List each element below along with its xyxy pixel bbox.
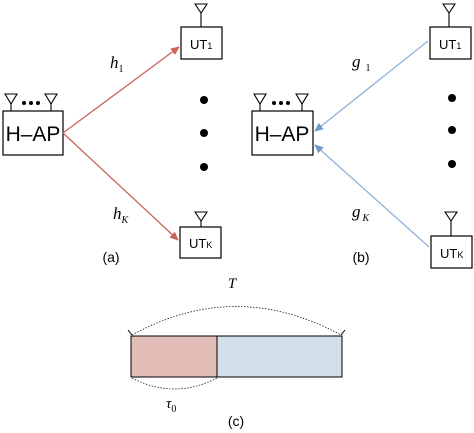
ut1-box [429,26,472,60]
utk-box [430,235,473,269]
hap-antenna-array-icon [253,93,309,111]
total-time-label: T [228,276,238,292]
total-time-brace [131,306,342,336]
utk-box [179,226,222,259]
caption-b: (b) [352,249,369,265]
utk-label: UTK [189,236,212,251]
channel-label-hk: hK [113,204,130,226]
uplink-arrow-k [314,144,430,248]
downlink-arrow-1 [62,46,180,134]
utk-label: UTK [440,246,463,261]
brace-left-tick [127,329,133,336]
brace-right-tick [340,329,346,336]
information-transfer-segment [216,335,343,378]
ut1-antenna-icon [193,3,209,27]
hap-label: H–AP [6,123,61,146]
tau-label: τ0 [166,396,176,415]
caption-c: (c) [228,413,244,429]
tau-brace [131,377,218,390]
hap-antenna-array-icon [4,93,58,111]
caption-a: (a) [102,249,119,265]
panel-a: H–AP UT1 UTK h1 hK (a) [2,3,223,265]
utk-antenna-icon [193,211,209,227]
ellipsis-vertical-icon [200,96,208,171]
ut1-antenna-icon [441,3,457,27]
ut1-box [180,26,223,60]
utk-antenna-icon [443,211,459,236]
downlink-arrow-k [62,132,179,241]
uplink-arrow-1 [314,40,429,132]
ut1-label: UT1 [439,37,461,52]
ellipsis-vertical-icon [448,94,456,168]
hap-label: H–AP [255,123,310,146]
energy-transfer-segment [130,335,218,378]
ut1-label: UT1 [190,37,212,52]
channel-label-h1: h1 [110,53,124,75]
hap-box [2,110,64,156]
hap-box [251,110,314,156]
panel-c: T τ0 (c) [127,276,346,429]
